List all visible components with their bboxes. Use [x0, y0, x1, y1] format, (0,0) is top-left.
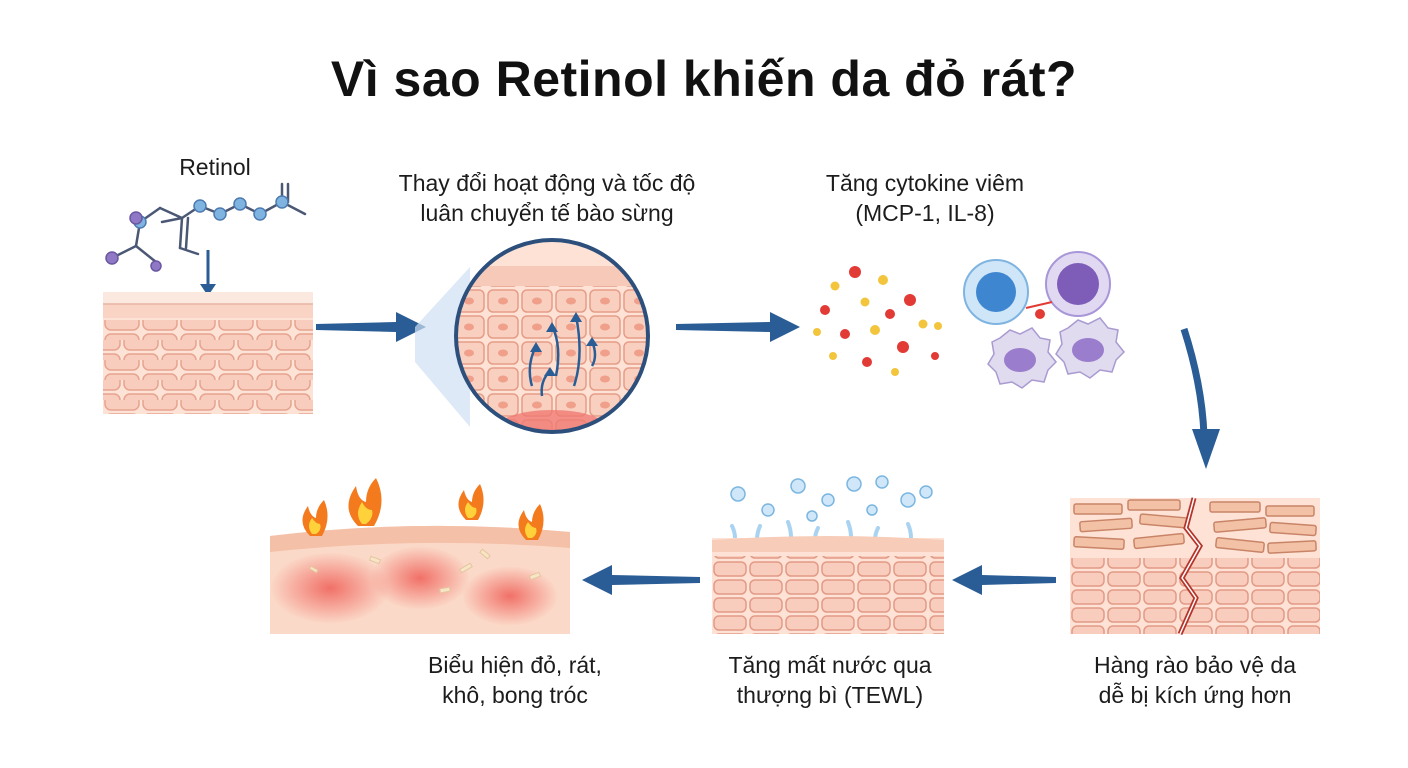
step-3-caption: Hàng rào bảo vệ da dễ bị kích ứng hơn [1060, 650, 1330, 710]
skin-layer-normal [103, 292, 313, 414]
arrow-right-1 [316, 312, 426, 342]
skin-water-loss [712, 475, 944, 634]
step-3-line-2: dễ bị kích ứng hơn [1098, 682, 1292, 708]
retinol-label: Retinol [179, 154, 251, 180]
step-4-line-2: thượng bì (TEWL) [736, 682, 924, 708]
arrow-down-curved [1180, 327, 1220, 469]
flame-icons [302, 478, 544, 540]
step-3-line-1: Hàng rào bảo vệ da [1093, 652, 1297, 678]
step-5-line-1: Biểu hiện đỏ, rát, [428, 652, 602, 678]
arrow-left-1 [952, 565, 1056, 595]
step-1-line-1: Thay đổi hoạt động và tốc độ [398, 170, 696, 196]
step-4-caption: Tăng mất nước qua thượng bì (TEWL) [700, 650, 960, 710]
cytokine-particles-icon [813, 266, 942, 376]
arrow-right-2 [676, 312, 800, 342]
retinol-molecule-icon [105, 182, 307, 296]
immune-cells-icon [963, 251, 1126, 389]
step-1-caption: Thay đổi hoạt động và tốc độ luân chuyển… [372, 168, 722, 228]
zoom-cone [415, 267, 470, 427]
step-2-caption: Tăng cytokine viêm (MCP-1, IL-8) [800, 168, 1050, 228]
inflamed-skin [270, 478, 570, 634]
step-2-line-1: Tăng cytokine viêm [825, 170, 1025, 196]
step-5-line-2: khô, bong tróc [442, 682, 588, 708]
cracked-skin-barrier [1070, 497, 1320, 636]
step-4-line-1: Tăng mất nước qua [728, 652, 932, 678]
arrow-left-2 [582, 565, 700, 595]
keratinocyte-zoom-circle [454, 238, 650, 434]
step-5-caption: Biểu hiện đỏ, rát, khô, bong tróc [390, 650, 640, 710]
step-1-line-2: luân chuyển tế bào sừng [420, 200, 674, 226]
page-title: Vì sao Retinol khiến da đỏ rát? [330, 51, 1078, 107]
step-2-line-2: (MCP-1, IL-8) [855, 200, 995, 226]
